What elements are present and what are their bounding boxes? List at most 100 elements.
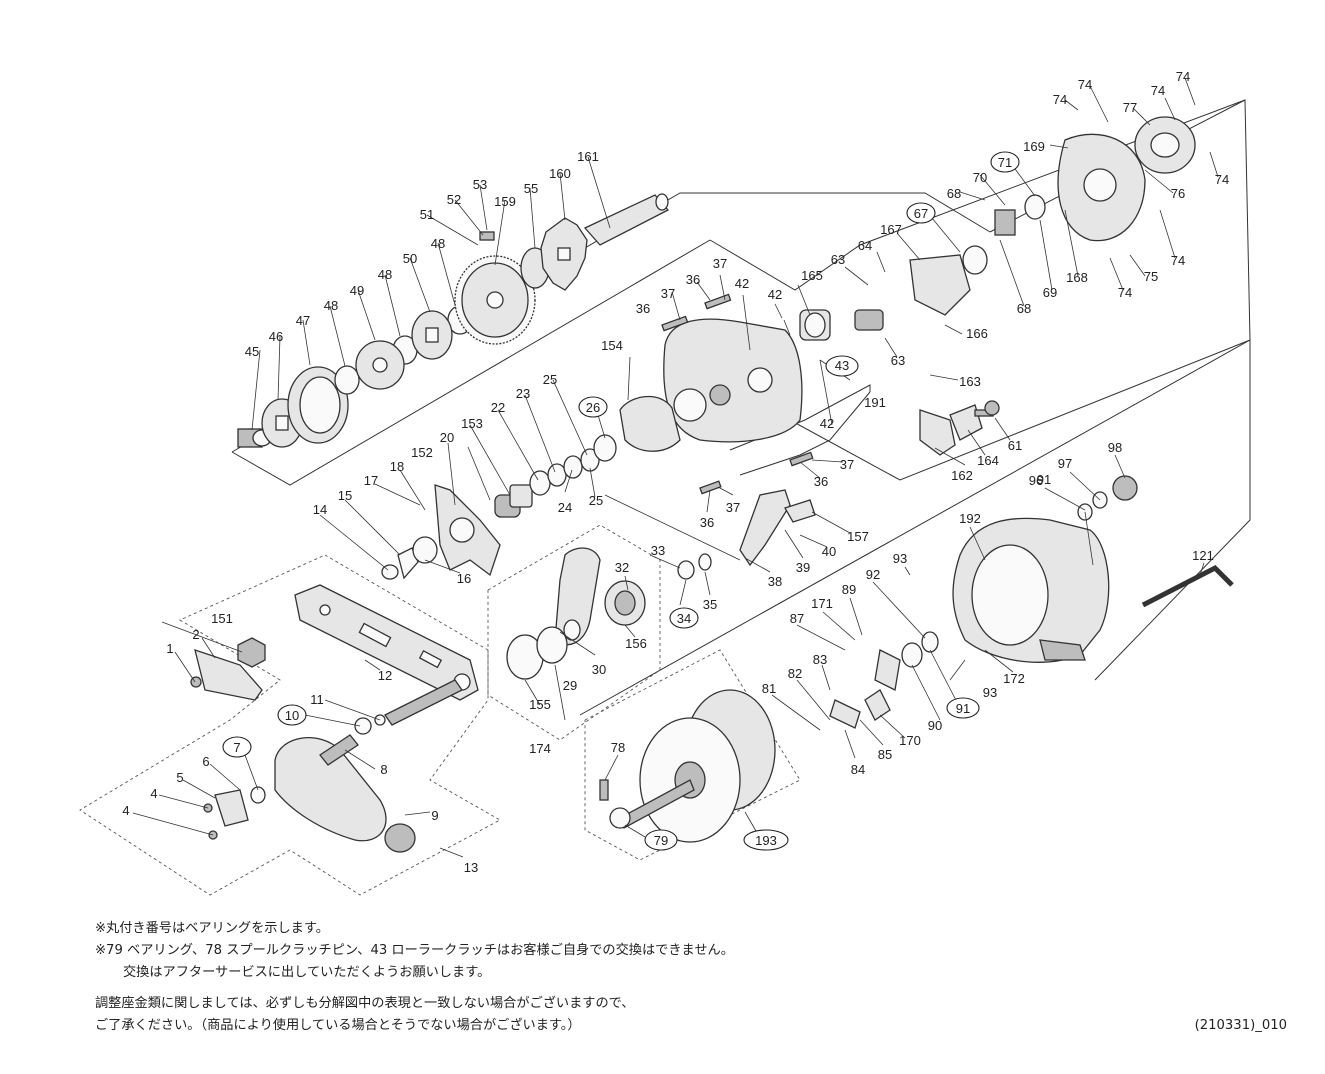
callout-label: 25 xyxy=(543,372,557,387)
part-side-plate xyxy=(663,318,803,443)
callout-label: 74 xyxy=(1171,253,1185,268)
callout-label: 82 xyxy=(788,666,802,681)
part-9-cap xyxy=(384,823,416,853)
part-161-main-shaft xyxy=(583,193,670,246)
part-90-bearing xyxy=(901,642,923,668)
part-15-plate xyxy=(397,547,419,580)
part-24-washer xyxy=(563,455,583,479)
bearing-marker xyxy=(946,697,980,719)
callout-label: 155 xyxy=(529,697,551,712)
callout-label: 93 xyxy=(983,685,997,700)
callout-label: 157 xyxy=(847,529,869,544)
callout-label: 4 xyxy=(122,803,129,818)
callout-label: 97 xyxy=(1058,456,1072,471)
callout-label: 79 xyxy=(654,833,668,848)
callout-label: 87 xyxy=(790,611,804,626)
callout-label: 85 xyxy=(878,747,892,762)
part-36-screws xyxy=(661,293,814,495)
callout-label: 78 xyxy=(611,740,625,755)
part-49-drag-washer xyxy=(355,340,405,390)
callout-label: 154 xyxy=(601,338,623,353)
bearing-marker xyxy=(578,396,608,418)
part-79-bearing xyxy=(609,807,631,829)
part-23-washer xyxy=(547,463,567,487)
callout-label: 70 xyxy=(973,170,987,185)
callout-label: 91 xyxy=(956,701,970,716)
part-92-ring xyxy=(921,631,939,653)
callout-label: 15 xyxy=(338,488,352,503)
part-157-spring xyxy=(784,499,816,523)
part-61-screw xyxy=(974,400,1000,417)
callout-label: 171 xyxy=(811,596,833,611)
callout-label: 11 xyxy=(310,692,324,707)
part-192-frame xyxy=(952,517,1110,663)
callout-label: 51 xyxy=(420,207,434,222)
callout-label: 42 xyxy=(820,416,834,431)
callout-label: 191 xyxy=(864,395,886,410)
bearing-marker xyxy=(906,202,936,224)
callout-label: 50 xyxy=(403,251,417,266)
callout-label: 96 xyxy=(1029,473,1043,488)
callout-label: 68 xyxy=(1017,301,1031,316)
part-handle-shaft xyxy=(384,679,463,726)
callout-label: 22 xyxy=(491,400,505,415)
callout-label: 159 xyxy=(494,194,516,209)
callout-label: 153 xyxy=(461,416,483,431)
parts xyxy=(190,116,1234,853)
callout-label: 74 xyxy=(1151,83,1165,98)
callout-label: 38 xyxy=(768,574,782,589)
callout-label: 8 xyxy=(380,762,387,777)
callout-label: 63 xyxy=(891,353,905,368)
callout-label: 34 xyxy=(677,611,691,626)
callout-label: 169 xyxy=(1023,139,1045,154)
callout-label: 64 xyxy=(858,238,872,253)
callout-label: 61 xyxy=(1008,438,1022,453)
callout-label: 37 xyxy=(713,256,727,271)
part-98-cap xyxy=(1112,475,1138,501)
part-154-cover xyxy=(619,395,681,452)
part-152-star-drag xyxy=(434,484,501,577)
callout-label: 52 xyxy=(447,192,461,207)
part-151-nut xyxy=(237,637,266,668)
callout-label: 174 xyxy=(529,741,551,756)
part-25-washer xyxy=(580,448,600,472)
note-shim-disclaimer: 調整座金類に関しましては、必ずしも分解図中の表現と一致しない場合がございますので… xyxy=(95,996,635,1011)
part-7-bearing xyxy=(250,786,266,804)
callout-label: 1 xyxy=(166,641,173,656)
callout-label: 30 xyxy=(592,662,606,677)
callout-label: 6 xyxy=(202,754,209,769)
callout-label: 93 xyxy=(893,551,907,566)
callout-label: 74 xyxy=(1053,92,1067,107)
part-71-bearing xyxy=(1024,194,1046,220)
callout-label: 36 xyxy=(814,474,828,489)
part-156-gear xyxy=(604,580,646,626)
note-service-warning: ※79 ベアリング、78 スプールクラッチピン、43 ローラークラッチはお客様ご… xyxy=(95,943,734,958)
callout-label: 46 xyxy=(269,329,283,344)
callout-label: 163 xyxy=(959,374,981,389)
notes: ※丸付き番号はベアリングを示します。 ※79 ベアリング、78 スプールクラッチ… xyxy=(95,918,855,1037)
part-30-lever xyxy=(554,547,601,646)
callout-label: 29 xyxy=(563,678,577,693)
callout-label: 43 xyxy=(835,358,849,373)
note-shim-disclaimer-2: ご了承ください。（商品により使用している場合とそうでない場合がございます。） xyxy=(95,1018,581,1033)
part-16-washer xyxy=(412,536,438,564)
part-2-plate xyxy=(194,649,263,701)
part-162-lever xyxy=(919,409,956,456)
callout-label: 13 xyxy=(464,860,478,875)
callout-label: 9 xyxy=(431,808,438,823)
part-48-washer xyxy=(334,365,360,395)
callout-label: 162 xyxy=(951,468,973,483)
callout-label: 152 xyxy=(411,445,433,460)
callout-label: 17 xyxy=(364,473,378,488)
callout-label: 39 xyxy=(796,560,810,575)
part-84-plate xyxy=(829,699,861,729)
part-193-spool xyxy=(619,689,776,843)
callout-label: 24 xyxy=(558,500,572,515)
callout-label: 7 xyxy=(233,740,240,755)
callout-label: 74 xyxy=(1078,77,1092,92)
callout-label: 48 xyxy=(324,298,338,313)
bearing-marker xyxy=(222,736,252,758)
part-170-lever xyxy=(864,689,891,721)
callout-label: 16 xyxy=(457,571,471,586)
part-22-washer xyxy=(529,470,551,496)
